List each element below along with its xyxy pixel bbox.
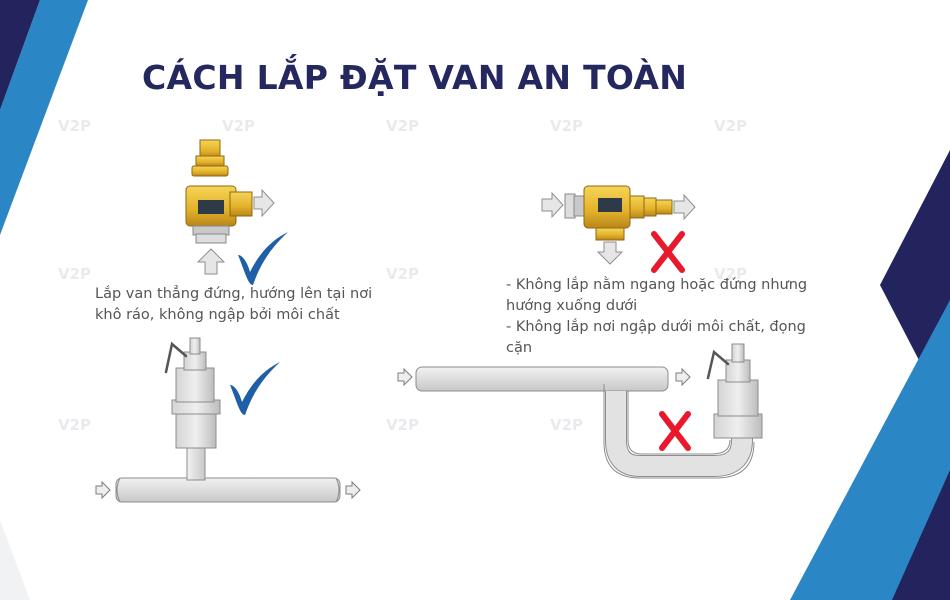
flow-arrow-icon	[345, 480, 361, 500]
watermark: V2P	[58, 117, 92, 135]
page-title: CÁCH LẮP ĐẶT VAN AN TOÀN	[142, 58, 688, 97]
brass-valve-horizontal	[564, 185, 673, 241]
flow-arrow-icon	[196, 248, 226, 275]
flow-arrow-icon	[397, 367, 413, 387]
flow-arrow-icon	[675, 367, 691, 387]
caption-line: cặn	[506, 340, 533, 356]
caption-line: Lắp van thẳng đứng, hướng lên tại nơi	[95, 286, 373, 302]
watermark: V2P	[58, 265, 92, 283]
watermark: V2P	[550, 117, 584, 135]
horizontal-pipe	[115, 477, 341, 503]
cross-icon	[659, 411, 691, 451]
watermark: V2P	[386, 117, 420, 135]
bottom-left-grey	[0, 520, 30, 600]
flow-arrow-icon	[253, 188, 275, 218]
watermark: V2P	[714, 117, 748, 135]
brass-valve-upright	[185, 139, 253, 244]
bottom-right-blue-stripe	[790, 300, 950, 600]
watermark: V2P	[550, 416, 584, 434]
flow-arrow-icon	[596, 241, 624, 265]
u-pipe	[415, 366, 755, 479]
flow-arrow-icon	[541, 191, 564, 219]
watermark: V2P	[222, 117, 256, 135]
watermark: V2P	[58, 416, 92, 434]
caption-line: - Không lắp nơi ngập dưới môi chất, đọng	[506, 319, 806, 335]
safety-valve-submerged	[706, 343, 763, 439]
cross-icon	[651, 231, 685, 273]
flow-arrow-icon	[673, 193, 696, 221]
caption-line: - Không lắp nằm ngang hoặc đứng nhưng	[506, 277, 808, 293]
watermark: V2P	[386, 416, 420, 434]
watermark: V2P	[386, 265, 420, 283]
safety-valve-upright	[164, 337, 221, 481]
bottom-right-navy-triangle	[892, 470, 950, 600]
check-icon	[230, 362, 280, 415]
flow-arrow-icon	[95, 480, 111, 500]
watermark: V2P	[714, 265, 748, 283]
caption-line: khô ráo, không ngập bởi môi chất	[95, 307, 340, 323]
top-left-blue-stripe	[0, 0, 88, 235]
caption-correct-upright: Lắp van thẳng đứng, hướng lên tại nơi kh…	[95, 284, 385, 326]
check-icon	[238, 232, 288, 285]
caption-incorrect: - Không lắp nằm ngang hoặc đứng nhưng hư…	[506, 275, 826, 359]
caption-line: hướng xuống dưới	[506, 298, 638, 314]
